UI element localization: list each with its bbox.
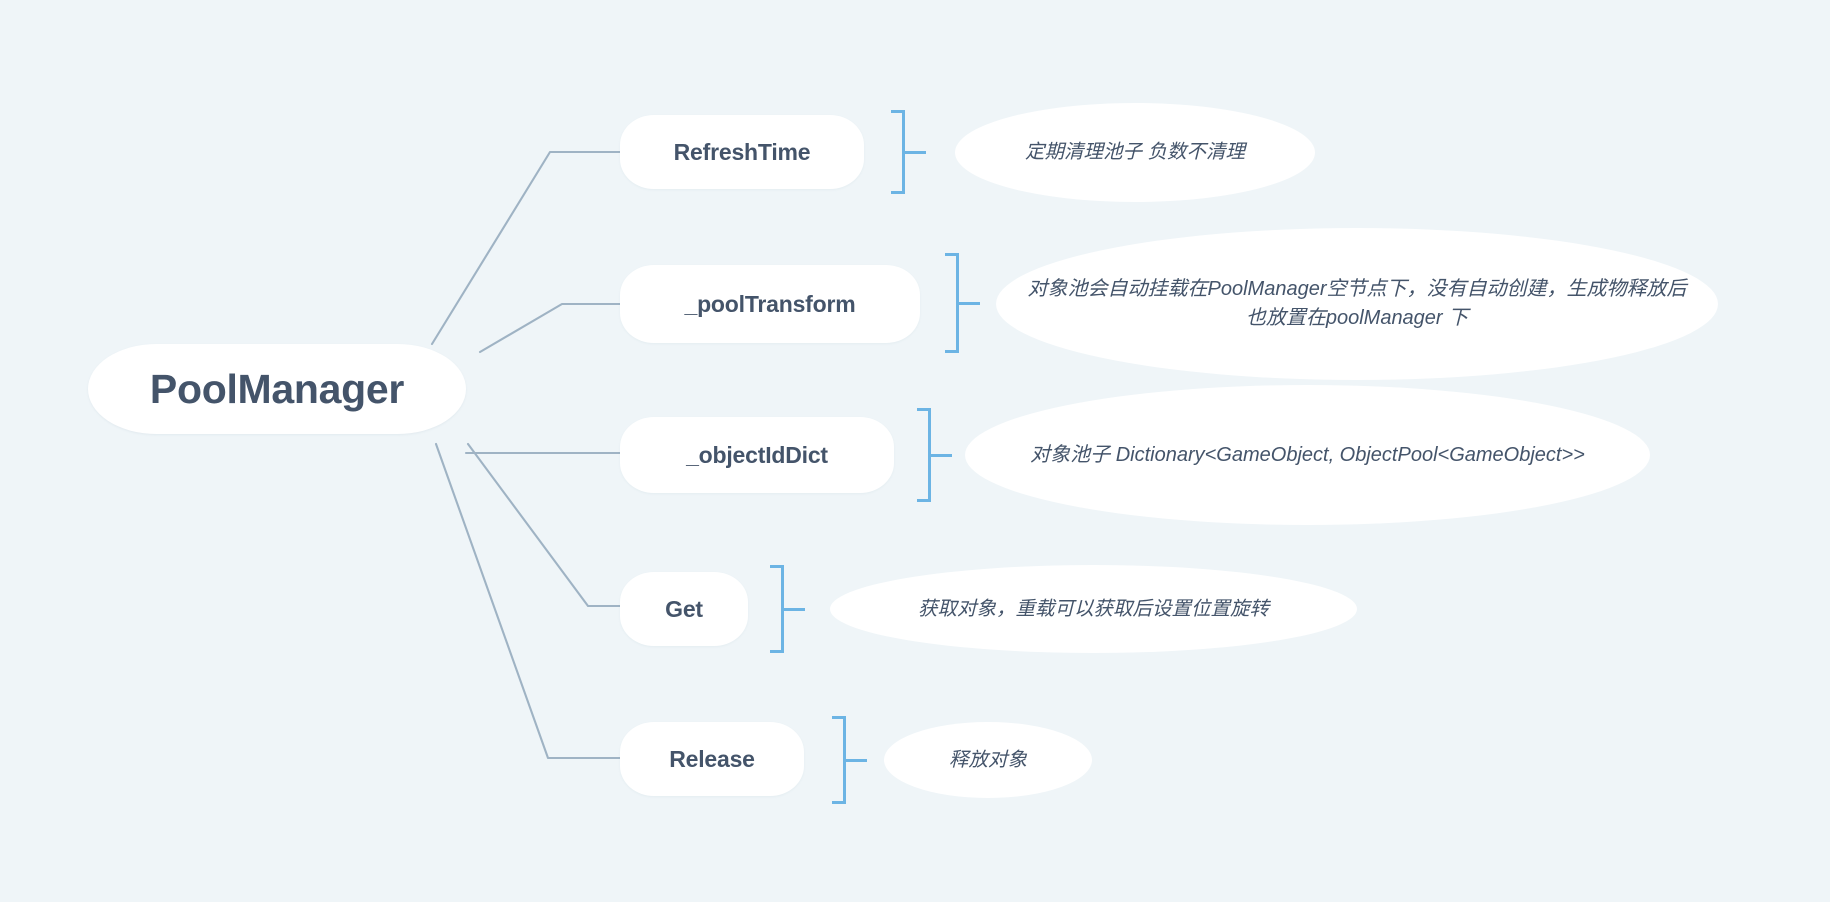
bracket-arm-middle (843, 758, 867, 762)
note-text-get: 获取对象，重载可以获取后设置位置旋转 (917, 597, 1269, 620)
branch-label-refresh-time: RefreshTime (673, 138, 811, 165)
branch-label-get: Get (665, 595, 703, 622)
bracket-arm-top (945, 253, 959, 256)
bracket-arm-middle (902, 150, 926, 154)
bracket-arm-middle (956, 301, 980, 305)
branch-label-release: Release (669, 745, 755, 772)
note-text-object-id-dict: 对象池子 Dictionary<GameObject, ObjectPool<G… (1030, 443, 1585, 466)
bracket-object-id-dict (917, 408, 953, 502)
note-bubble-object-id-dict: 对象池子 Dictionary<GameObject, ObjectPool<G… (965, 385, 1650, 525)
bracket-arm-middle (781, 607, 805, 611)
note-bubble-release: 释放对象 (884, 722, 1092, 798)
note-bubble-refresh-time: 定期清理池子 负数不清理 (955, 103, 1315, 202)
edge-to-get (466, 442, 622, 608)
bracket-arm-top (917, 408, 931, 411)
bracket-arm-bottom (917, 499, 931, 502)
branch-node-refresh-time[interactable]: RefreshTime (620, 115, 864, 189)
bracket-refresh-time (891, 110, 927, 194)
branch-node-pool-transform[interactable]: _poolTransform (620, 265, 920, 343)
branch-label-object-id-dict: _objectIdDict (686, 441, 828, 468)
bracket-arm-bottom (945, 350, 959, 353)
note-text-release: 释放对象 (948, 748, 1027, 771)
note-bubble-get: 获取对象，重载可以获取后设置位置旋转 (830, 565, 1357, 653)
bracket-arm-top (891, 110, 905, 113)
note-bubble-pool-transform: 对象池会自动挂载在PoolManager空节点下，没有自动创建，生成物释放后也放… (996, 228, 1718, 380)
edge-to-release (434, 442, 622, 760)
bracket-get (770, 565, 806, 653)
bracket-arm-bottom (770, 650, 784, 653)
root-node-poolmanager[interactable]: PoolManager (88, 344, 466, 434)
bracket-arm-top (770, 565, 784, 568)
note-text-pool-transform: 对象池会自动挂载在PoolManager空节点下，没有自动创建，生成物释放后也放… (1027, 278, 1687, 329)
bracket-arm-top (832, 716, 846, 719)
branch-node-get[interactable]: Get (620, 572, 748, 646)
edge-to-refresh-time (430, 150, 622, 346)
bracket-arm-middle (928, 453, 952, 457)
bracket-arm-bottom (832, 801, 846, 804)
branch-node-object-id-dict[interactable]: _objectIdDict (620, 417, 894, 493)
bracket-pool-transform (945, 253, 981, 353)
branch-label-pool-transform: _poolTransform (684, 290, 856, 317)
bracket-release (832, 716, 868, 804)
edge-to-pool-transform (478, 302, 622, 354)
note-text-refresh-time: 定期清理池子 负数不清理 (1025, 141, 1245, 164)
branch-node-release[interactable]: Release (620, 722, 804, 796)
bracket-arm-bottom (891, 191, 905, 194)
root-node-label: PoolManager (149, 365, 405, 412)
